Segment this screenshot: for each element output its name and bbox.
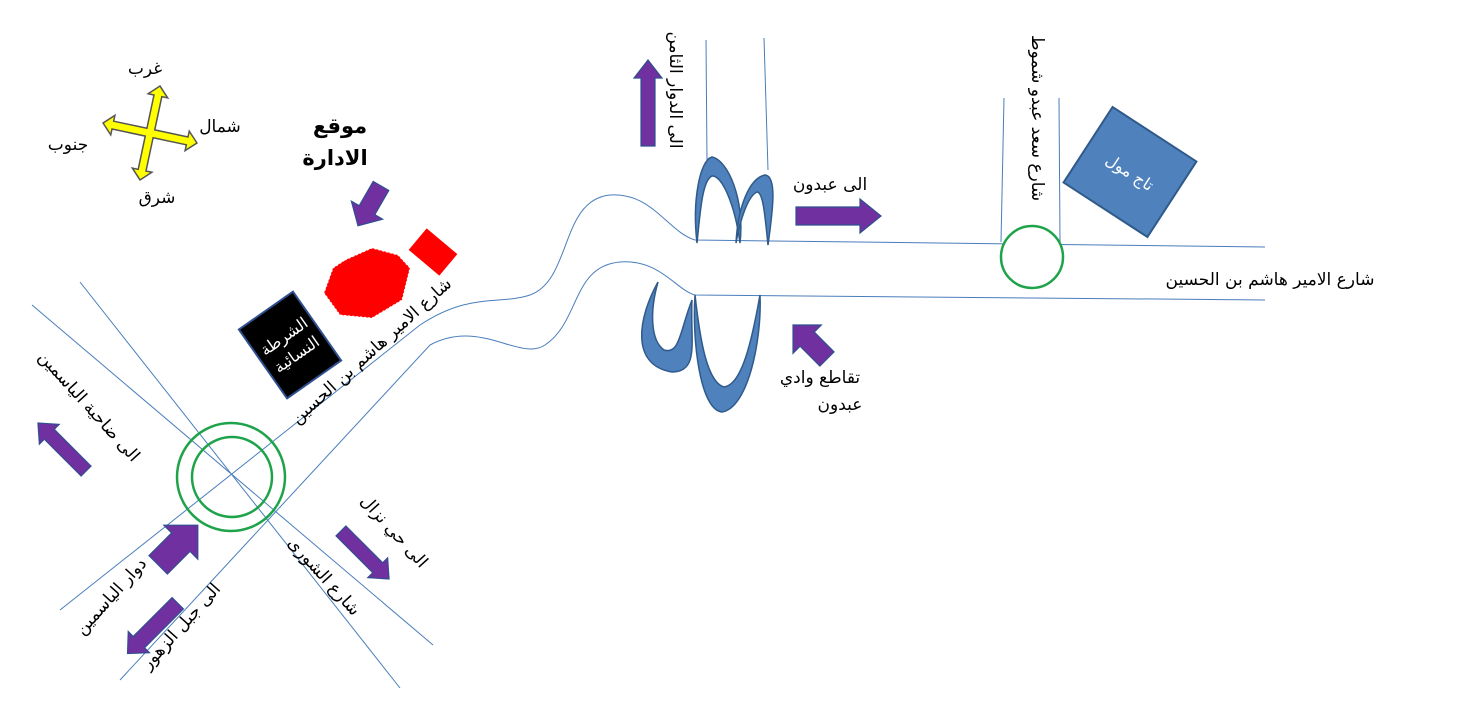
arrow-jabal-zuhur-icon — [126, 596, 185, 655]
arrow-hay-nazzal-icon — [335, 525, 390, 580]
saad-road-edge — [1058, 97, 1061, 243]
eighth-circle-road-edge — [763, 37, 769, 171]
cross-road-edge — [79, 281, 401, 689]
arrow-abdoun-icon — [795, 197, 882, 235]
direction-abdoun: الى عبدون — [793, 175, 867, 195]
compass-east-label: شرق — [139, 188, 176, 208]
compass-icon — [102, 85, 198, 181]
street-label-main-east: شارع الامير هاشم بن الحسين — [1166, 270, 1375, 290]
site-label: موقع — [313, 114, 367, 138]
interchange-ramp — [694, 156, 742, 244]
roads — [31, 37, 1266, 689]
direction-yasmin-roundabout: دوار الياسمين — [72, 554, 151, 639]
main-road-upper-edge — [59, 194, 1266, 611]
direction-wadi-abdoun: تقاطع وادي — [780, 368, 861, 388]
compass-south-label: جنوب — [48, 135, 88, 155]
taj-mall-building: تاج مول — [1062, 105, 1198, 239]
womens-police-building: الشرطة النسائية — [237, 290, 343, 400]
site-label: الادارة — [302, 146, 367, 170]
direction-wadi-abdoun: عبدون — [818, 395, 863, 415]
street-label-saad: شارع سعد عبدو شموط — [1027, 35, 1047, 201]
eighth-circle-road-edge — [705, 39, 708, 161]
direction-eighth-circle: الى الدوار الثامن — [665, 31, 685, 148]
admin-building — [323, 247, 411, 319]
arrow-yasmin-suburb-icon — [37, 422, 92, 477]
arrow-to-roundabout-icon — [148, 524, 199, 575]
site-arrow-icon — [350, 180, 390, 227]
compass-north-label: شمال — [199, 117, 241, 137]
yasmin-roundabout-inner — [190, 435, 274, 519]
main-road-lower-edge — [119, 261, 1266, 681]
interchange-ramp — [641, 281, 693, 373]
direction-yasmin-suburb: الى ضاحية الياسمين — [34, 347, 144, 466]
saad-roundabout — [999, 224, 1065, 290]
interchange-ramp — [735, 174, 774, 246]
admin-building-annex — [408, 228, 458, 276]
interchange-ramp — [693, 294, 761, 413]
yasmin-roundabout-outer — [175, 421, 287, 533]
compass-west-label: غرب — [128, 59, 162, 79]
arrow-wadi-abdoun-icon — [792, 324, 835, 367]
arrow-eighth-circle-icon — [632, 59, 664, 147]
saad-road-edge — [1000, 97, 1005, 243]
